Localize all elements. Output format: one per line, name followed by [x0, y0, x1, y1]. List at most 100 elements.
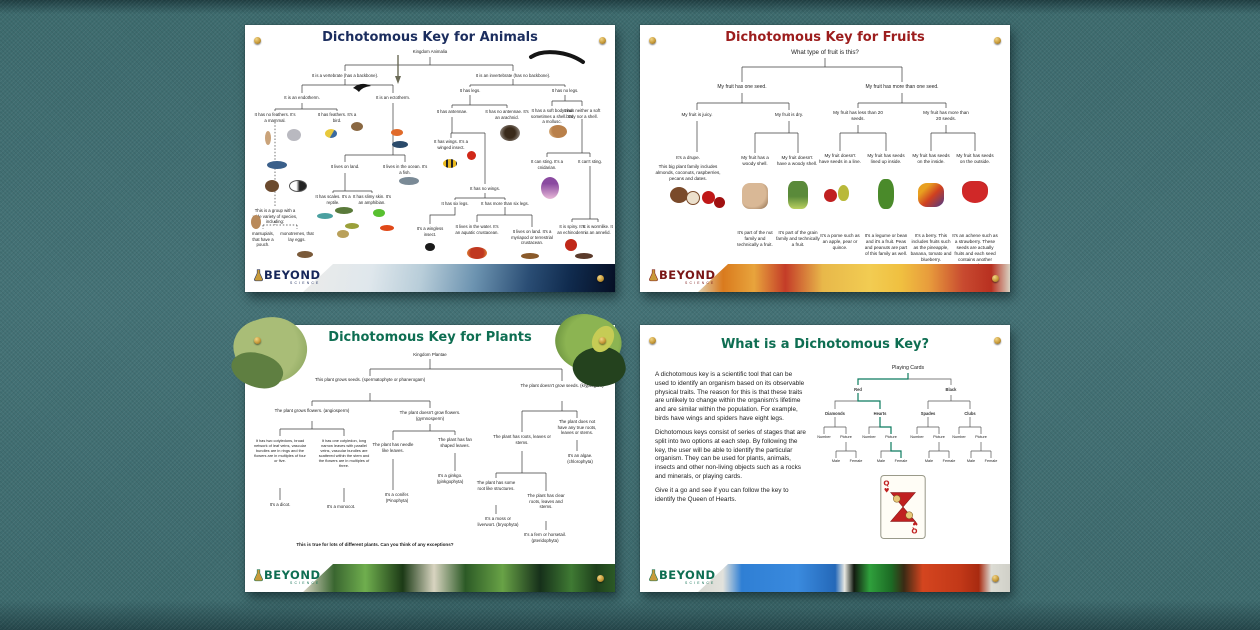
poster-title: What is a Dichotomous Key? [720, 337, 930, 352]
tree-node-one-seed: My fruit has one seed. [717, 84, 767, 90]
tree-node-woody-shell: My fruit has a woody shell. [741, 155, 769, 166]
tree-node-seeds-inside: My fruit has seeds on the inside. [912, 153, 950, 164]
tree-node-spades: Spades [920, 411, 936, 416]
tree-node-bird: It has feathers. It's a bird. [317, 112, 357, 123]
tree-node-achene: It's an achene such as a strawberry. The… [952, 233, 998, 268]
tree-node-root-like: The plant has some root like structures. [476, 480, 516, 491]
jellyfish-icon [541, 177, 559, 199]
tree-node-endotherm: It is an endotherm. [284, 95, 320, 100]
sparrow-icon [351, 122, 363, 131]
connector-lines [262, 50, 599, 229]
tree-node-marsupials: marsupials, that have a pouch. [252, 231, 274, 248]
tree-node-echinoderm: It is spiny. It's an echinoderm. [557, 224, 587, 235]
tree-node-no-seed-line: My fruit doesn't have seeds in a line. [819, 153, 861, 164]
pin-icon [597, 575, 604, 582]
tree-node-legume: It's a legume or bean and it's a fruit. … [864, 233, 908, 256]
pin-icon [649, 337, 656, 344]
snail-icon [549, 125, 567, 138]
pin-icon [992, 575, 999, 582]
nutcracker-hand-icon [742, 183, 768, 209]
beyond-science-logo: BEYOND SCIENCE [254, 268, 321, 285]
pin-icon [597, 275, 604, 282]
tree-node-black: Black [945, 387, 957, 392]
tree-node-monotremes: monotremes, that lay eggs. [280, 231, 314, 242]
tree-node-pome: It's a pome such as an apple, pear or qu… [820, 233, 860, 250]
connector-lines [823, 373, 992, 458]
flask-icon [649, 568, 658, 581]
tree-node-seeds-lined: My fruit has seeds lined up inside. [867, 153, 905, 164]
tree-node-invertebrate: It is an invertebrate (has no backbone). [475, 73, 551, 78]
flask-icon [254, 268, 263, 281]
tree-node-hearts: Hearts [873, 411, 887, 416]
brand-name: BEYOND [264, 268, 321, 282]
citrus-photo-strip [698, 264, 1010, 292]
ant-icon [425, 243, 435, 251]
pin-icon [254, 337, 261, 344]
tree-node-arachnid: It has no antennae. It's an arachnid. [485, 109, 529, 120]
tree-node-male: Male [876, 459, 886, 463]
tree-node-grows-seeds: This plant grows seeds. (spermatophyte o… [314, 377, 426, 382]
paragraph: A dichotomous key is a scientific tool t… [655, 371, 805, 423]
tree-node-monocot-description: It has one cotyledon, long narrow leaves… [318, 438, 370, 469]
leech-icon [529, 50, 585, 64]
tree-node-flowers: The plant grows flowers. (angiosperm) [274, 408, 350, 413]
tree-node-needle-leaves: The plant has needle like leaves. [372, 442, 414, 453]
tree-node-more-20: My fruit has more than 20 seeds. [923, 110, 969, 121]
tree-node-wingless-insect: It's a wingless insect. [416, 226, 444, 237]
card-suit: ♥ [884, 488, 890, 495]
cow-icon [289, 180, 307, 192]
earth-from-space-strip [303, 264, 615, 292]
pear-icon [838, 185, 849, 201]
tree-node-playing-cards: Playing Cards [891, 365, 925, 371]
pin-icon [599, 37, 606, 44]
tree-node-number: Number [862, 435, 876, 439]
brand-sub: SCIENCE [685, 281, 716, 285]
bee-icon [443, 159, 457, 168]
snake-icon [345, 223, 359, 229]
tree-node-less-20: My fruit has less than 20 seeds. [833, 110, 883, 121]
tree-node-six-legs: It has six legs. [441, 201, 469, 206]
tree-node-vertebrate: It is a vertebrate (has a backbone). [311, 73, 379, 78]
crab-icon [467, 247, 487, 259]
bird-silhouette-icon [353, 83, 371, 92]
connector-lines [279, 359, 578, 530]
brand-name: BEYOND [659, 568, 716, 582]
explainer-text: A dichotomous key is a scientific tool t… [655, 371, 807, 510]
tortoise-icon [337, 230, 349, 238]
tree-node-clear-roots: The plant has clear roots, leaves and st… [527, 493, 565, 510]
pin-icon [994, 337, 1001, 344]
tree-node-kingdom: Kingdom Plantae [413, 352, 447, 357]
crocodile-icon [335, 207, 353, 214]
tree-node-moss: It's a moss or liverwort. (bryophyta) [477, 516, 519, 527]
poster-animals: Dichotomous Key for Animals Kingdom Anim… [245, 25, 615, 292]
tree-node-female: Female [849, 459, 863, 463]
tree-node-roots-stems: The plant has roots, leaves or stems. [493, 434, 551, 445]
tree-node-diamonds: Diamonds [825, 411, 845, 416]
tree-node-juicy: My fruit is juicy. [681, 112, 713, 117]
flask-icon [649, 268, 658, 281]
tree-node-winged-insect: It has wings. It's a winged insect. [433, 139, 469, 150]
centipede-icon [521, 253, 539, 259]
worm-icon [575, 253, 593, 259]
tree-node-ectotherm: It is an ectotherm. [375, 95, 411, 100]
poster-fruits: Dichotomous Key for Fruits What type of … [640, 25, 1010, 292]
human-icon [265, 131, 271, 145]
brand-name: BEYOND [264, 568, 321, 582]
elephant-icon [287, 129, 301, 141]
tree-node-many-seeds: My fruit has more than one seed. [865, 84, 939, 90]
poster-title: Dichotomous Key for Plants [328, 330, 532, 345]
pin-icon [992, 275, 999, 282]
tree-node-male: Male [924, 459, 934, 463]
tree-node-has-legs: It has legs. [459, 88, 481, 93]
tree-node-picture: Picture [933, 435, 945, 439]
tree-node-red: Red [854, 387, 862, 392]
pin-icon [649, 37, 656, 44]
tree-node-monocot: It's a monocot. [326, 504, 356, 509]
tree-node-no-legs: It has no legs. [551, 88, 579, 93]
poster-plants: Dichotomous Key for Plants Kingdom Plant… [226, 305, 630, 592]
shark-icon [399, 177, 419, 185]
card-rank: Q [883, 478, 889, 487]
beyond-science-logo: BEYOND SCIENCE [649, 268, 716, 285]
highlighted-key-path [857, 373, 909, 458]
